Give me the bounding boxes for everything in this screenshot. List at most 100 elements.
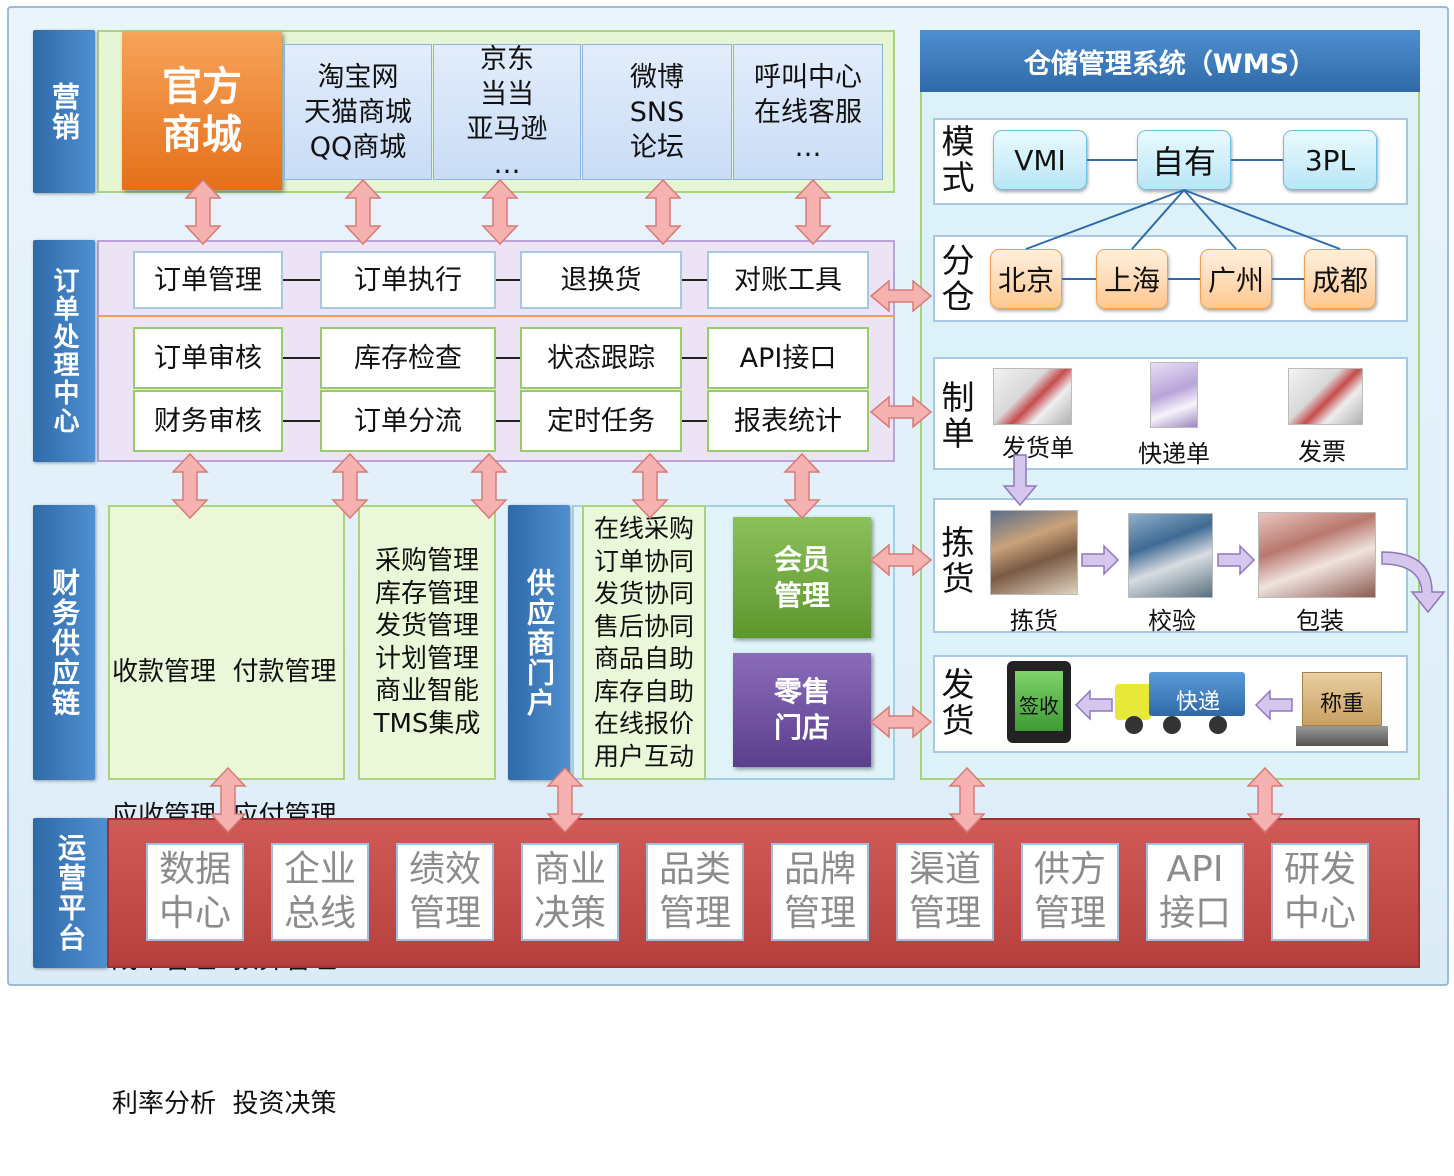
- ops-enterprise-bus: 企业 总线: [271, 843, 369, 941]
- ops-supplier: 供方 管理: [1021, 843, 1119, 941]
- order-review: 订单审核: [133, 327, 283, 389]
- sign-phone: [1007, 661, 1071, 743]
- arrow-finance-ops: [210, 767, 246, 833]
- lane-operations: 运营平台: [33, 818, 107, 968]
- mode-label: 模 式: [941, 122, 975, 197]
- arrow-official-order: [185, 179, 221, 245]
- channel-jd: 京东 当当 亚马逊 …: [433, 44, 581, 180]
- order-routing: 订单分流: [320, 390, 496, 452]
- shipping-label: 发 货: [941, 665, 975, 740]
- packing-photo: [1258, 512, 1376, 598]
- arrow-taobao-order: [345, 179, 381, 245]
- status-tracking: 状态跟踪: [520, 327, 682, 389]
- arrow-jd-order: [482, 179, 518, 245]
- ops-data-center: 数据 中心: [146, 843, 244, 941]
- supplier-list-box: [582, 505, 706, 780]
- api-interface: API接口: [707, 327, 869, 389]
- wms-title: 仓储管理系统（WMS）: [920, 30, 1420, 92]
- ops-business-decision: 商业 决策: [521, 843, 619, 941]
- product-selfservice: 商品自助: [593, 644, 694, 673]
- weigh-box: [1296, 668, 1388, 750]
- scheduled-tasks: 定时任务: [520, 390, 682, 452]
- lane-order-center: 订单处理中心: [33, 240, 95, 462]
- channel-weibo: 微博 SNS 论坛: [582, 44, 732, 180]
- arrow-pack-to-ship: [1381, 551, 1446, 614]
- picking-label: 拣 货: [941, 523, 975, 598]
- ops-api: API 接口: [1146, 843, 1244, 941]
- ops-rnd-center: 研发 中心: [1271, 843, 1369, 941]
- express-label: 快递: [1175, 690, 1220, 715]
- arrow-order-finance1: [172, 453, 208, 519]
- arrow-weibo-order: [645, 179, 681, 245]
- finance-row-1: 收款管理 付款管理: [112, 657, 337, 687]
- arrow-wms-ops-2: [1247, 767, 1283, 833]
- weigh-label: 称重: [1319, 692, 1364, 717]
- invoice-caption: 发票: [1298, 438, 1346, 466]
- picking-photo: [990, 510, 1078, 595]
- order-management: 订单管理: [133, 251, 283, 309]
- order-collaboration: 订单协同: [593, 546, 694, 576]
- arrow-wms-ops-1: [949, 767, 985, 833]
- checking-photo: [1128, 513, 1213, 598]
- arrow-order-finance3: [471, 453, 507, 519]
- finance-row-4: 利率分析 投资决策: [112, 1089, 337, 1119]
- business-intelligence: 商业智能: [374, 676, 479, 706]
- mode-self: 自有: [1137, 130, 1231, 190]
- packing-caption: 包装: [1296, 607, 1344, 635]
- shipping-management: 发货管理: [374, 611, 479, 641]
- arrow-docs-to-picking: [1002, 454, 1038, 507]
- stock-check: 库存检查: [320, 327, 496, 389]
- member-management-box: 会员 管理: [733, 517, 871, 638]
- ops-category: 品类 管理: [646, 843, 744, 941]
- purchase-management: 采购管理: [374, 546, 479, 576]
- aftersales-collaboration: 售后协同: [593, 611, 694, 641]
- arrow-order-finance2: [332, 453, 368, 519]
- lane-finance: 财务供应链: [33, 505, 95, 780]
- order-execution: 订单执行: [320, 251, 496, 309]
- branch-shanghai: 上海: [1096, 249, 1168, 309]
- retail-store-box: 零售 门店: [733, 653, 871, 767]
- ops-channel: 渠道 管理: [896, 843, 994, 941]
- arrow-order-wms-2: [870, 396, 932, 428]
- arrow-order-wms-1: [870, 280, 932, 312]
- online-procurement: 在线采购: [593, 514, 694, 543]
- inventory-management: 库存管理: [374, 578, 479, 609]
- arrow-retail-wms: [870, 706, 932, 738]
- lane-marketing: 营销: [33, 30, 95, 193]
- mode-3pl: 3PL: [1283, 130, 1377, 190]
- arrow-order-supplier: [632, 453, 668, 519]
- finance-right-box: [358, 505, 496, 780]
- delivery-note-image: [993, 368, 1072, 425]
- mode-vmi: VMI: [993, 130, 1087, 190]
- invoice-image: [1288, 368, 1363, 425]
- express-truck: [1115, 672, 1245, 740]
- docs-label: 制 单: [941, 378, 975, 453]
- arrow-check-to-pack: [1217, 545, 1255, 575]
- channel-callcenter: 呼叫中心 在线客服 …: [733, 44, 883, 180]
- reconciliation-tool: 对账工具: [707, 251, 869, 309]
- order-center-divider: [97, 315, 895, 317]
- returns-exchanges: 退换货: [520, 251, 682, 309]
- ops-performance: 绩效 管理: [396, 843, 494, 941]
- branch-guangzhou: 广州: [1200, 249, 1272, 309]
- lane-supplier: 供应商门户: [508, 505, 570, 780]
- arrow-pick-to-check: [1081, 545, 1119, 575]
- arrow-member-wms: [870, 544, 932, 576]
- sign-label: 签收: [1019, 694, 1059, 718]
- planning-management: 计划管理: [374, 643, 479, 674]
- branch-label: 分 仓: [941, 241, 975, 316]
- official-store-box: 官方 商城: [122, 32, 282, 190]
- express-slip-image: [1150, 362, 1198, 428]
- ops-brand: 品牌 管理: [771, 843, 869, 941]
- channel-taobao: 淘宝网 天猫商城 QQ商城: [284, 44, 432, 180]
- arrow-order-member: [784, 453, 820, 519]
- flow-arrows: [172, 179, 1446, 833]
- arrow-supplier-ops: [547, 767, 583, 833]
- arrow-callcenter-order: [795, 179, 831, 245]
- finance-right-list: 采购管理 库存管理 发货管理 计划管理 商业智能 TMS集成: [360, 545, 494, 740]
- branch-chengdu: 成都: [1304, 249, 1376, 309]
- tms-integration: TMS集成: [373, 708, 481, 739]
- arrow-express-to-sign: [1075, 690, 1113, 720]
- picking-caption: 拣货: [1010, 607, 1058, 635]
- express-slip-caption: 快递单: [1138, 440, 1210, 468]
